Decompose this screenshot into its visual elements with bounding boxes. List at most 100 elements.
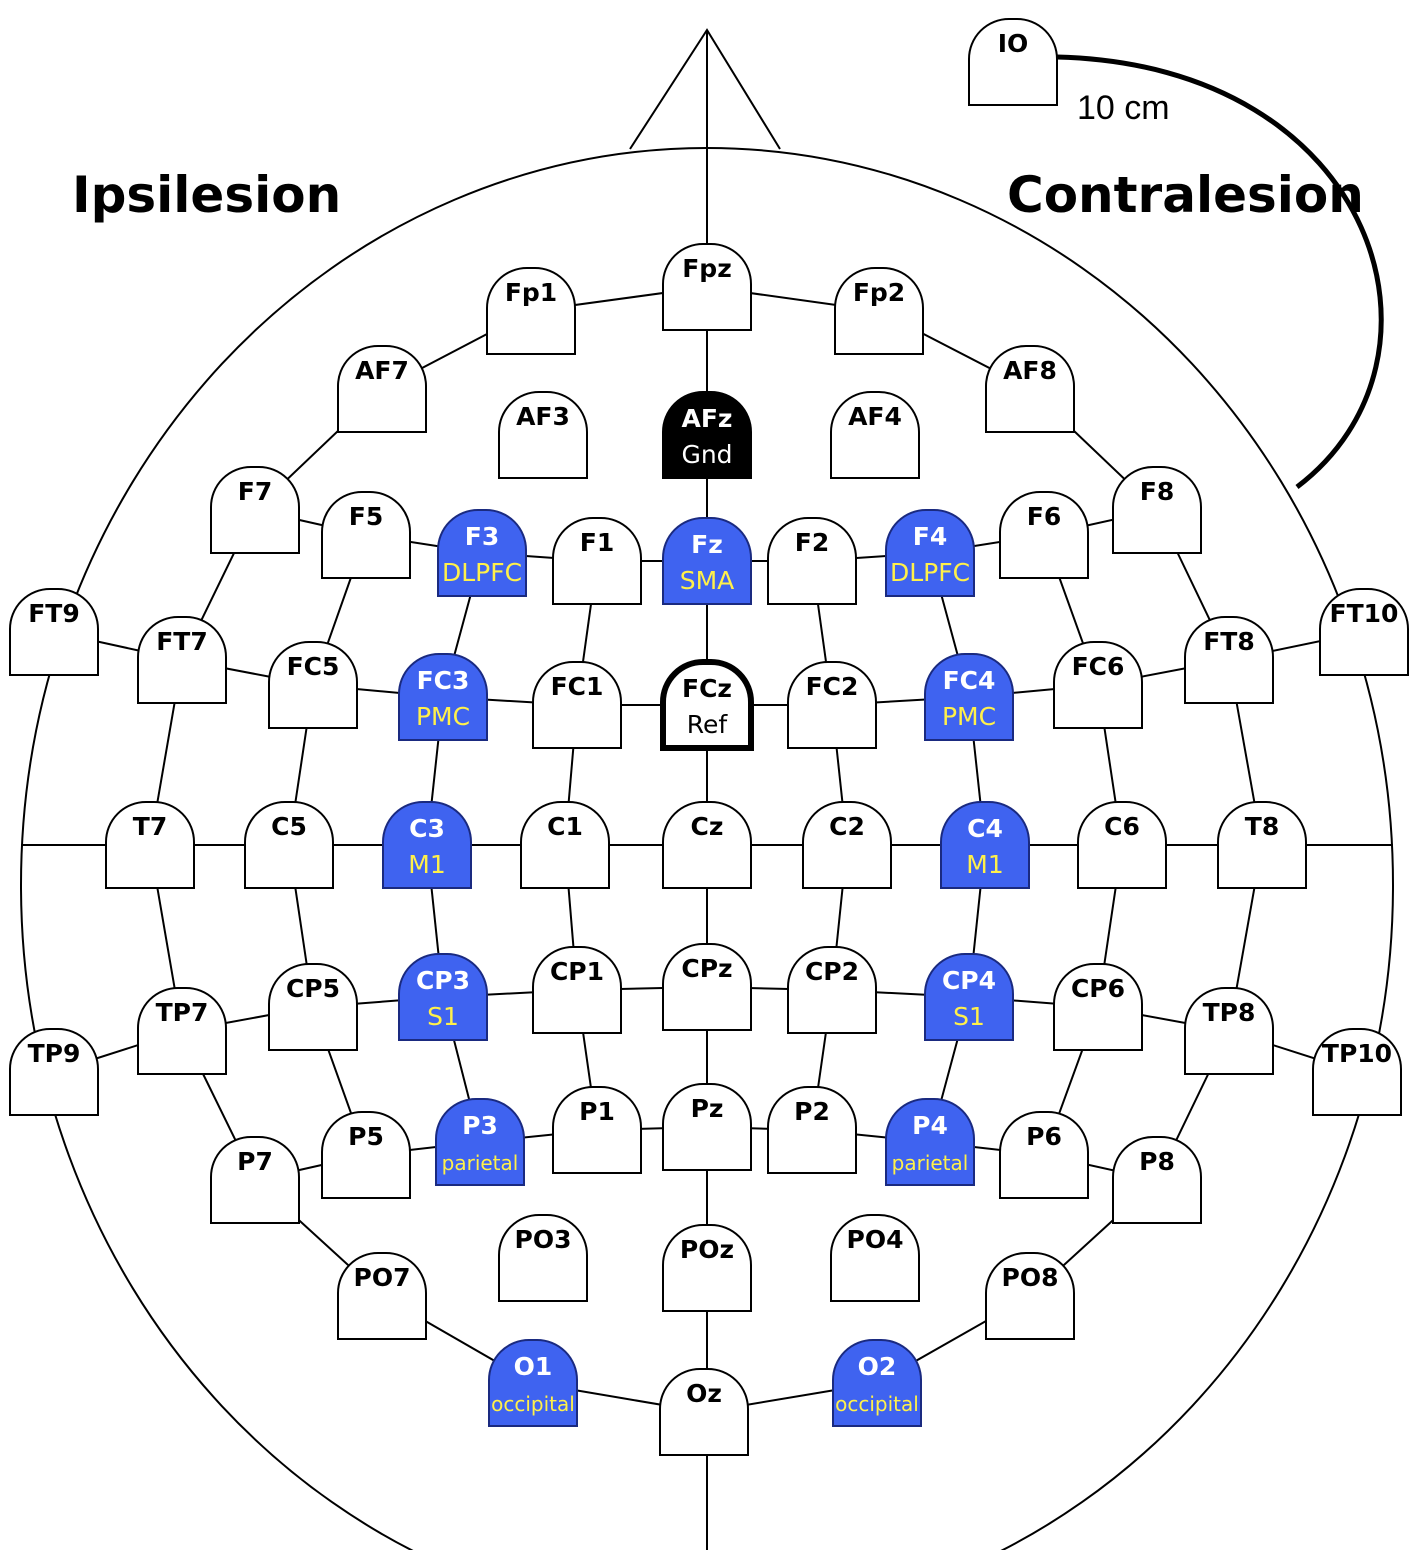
io-distance-label: 10 cm — [1077, 89, 1170, 127]
electrode-label: C4 — [967, 814, 1003, 843]
electrode-body — [210, 1136, 300, 1224]
electrode-label: FT10 — [1330, 599, 1399, 628]
electrode-label: FT8 — [1203, 627, 1255, 656]
electrode-body — [398, 653, 488, 741]
electrode-body — [268, 641, 358, 729]
electrode-label: TP8 — [1203, 998, 1256, 1027]
electrode-fp1: Fp1 — [486, 267, 576, 355]
electrode-label: Fp1 — [505, 278, 557, 307]
electrode-pz: Pz — [662, 1083, 752, 1171]
io-cable — [1056, 54, 1384, 489]
electrode-region-label: M1 — [408, 850, 445, 879]
electrode-body — [767, 1086, 857, 1174]
electrode-label: FCz — [682, 674, 732, 703]
electrode-ft10: FT10 — [1319, 588, 1409, 676]
electrode-label: POz — [680, 1235, 734, 1264]
electrode-tp8: TP8 — [1184, 987, 1274, 1075]
electrode-body — [659, 1368, 749, 1456]
electrode-label: F5 — [349, 502, 383, 531]
electrode-label: F1 — [580, 528, 614, 557]
electrode-body — [830, 391, 920, 479]
electrode-f5: F5 — [321, 491, 411, 579]
electrode-body — [924, 653, 1014, 741]
electrode-p5: P5 — [321, 1111, 411, 1199]
electrode-region-label: DLPFC — [442, 558, 522, 587]
electrode-f6: F6 — [999, 491, 1089, 579]
electrode-body — [1053, 963, 1143, 1051]
electrode-tp10: TP10 — [1312, 1028, 1402, 1116]
electrode-tp7: TP7 — [137, 987, 227, 1075]
electrode-body — [985, 1252, 1075, 1340]
electrode-po3: PO3 — [498, 1214, 588, 1302]
electrode-body — [9, 1028, 99, 1116]
electrode-body — [662, 801, 752, 889]
electrode-body — [532, 946, 622, 1034]
io-cable-line — [1056, 54, 1384, 489]
electrode-label: Pz — [691, 1094, 724, 1123]
electrode-region-label: DLPFC — [890, 558, 970, 587]
electrode-body — [1312, 1028, 1402, 1116]
electrode-af7: AF7 — [337, 345, 427, 433]
nose-outline — [629, 28, 781, 150]
electrode-label: C1 — [547, 812, 583, 841]
electrode-af4: AF4 — [830, 391, 920, 479]
electrode-label: CP2 — [805, 957, 859, 986]
electrode-label: P8 — [1139, 1147, 1175, 1176]
electrode-region-label: occipital — [491, 1392, 575, 1416]
electrode-cz: Cz — [662, 801, 752, 889]
electrode-body — [830, 1214, 920, 1302]
electrode-label: P2 — [794, 1097, 830, 1126]
electrode-label: IO — [998, 29, 1029, 58]
electrode-body — [552, 1086, 642, 1174]
electrode-label: Fpz — [682, 254, 732, 283]
electrode-label: TP9 — [28, 1039, 81, 1068]
electrode-body — [488, 1339, 578, 1427]
electrode-ft8: FT8 — [1184, 616, 1274, 704]
electrode-c6: C6 — [1077, 801, 1167, 889]
electrode-t8: T8 — [1217, 801, 1307, 889]
electrode-region-label: parietal — [442, 1151, 519, 1175]
electrode-label: PO8 — [1002, 1263, 1059, 1292]
electrode-c2: C2 — [802, 801, 892, 889]
electrode-body — [662, 1083, 752, 1171]
electrode-label: TP10 — [1322, 1039, 1392, 1068]
electrode-body — [337, 345, 427, 433]
electrode-region-label: Gnd — [681, 440, 732, 469]
electrode-p8: P8 — [1112, 1136, 1202, 1224]
electrode-label: CP5 — [286, 974, 340, 1003]
electrode-body — [1217, 801, 1307, 889]
electrode-body — [486, 267, 576, 355]
electrode-body — [437, 509, 527, 597]
electrode-label: C2 — [829, 812, 865, 841]
electrode-region-label: PMC — [942, 702, 996, 731]
electrode-cp6: CP6 — [1053, 963, 1143, 1051]
electrode-tp9: TP9 — [9, 1028, 99, 1116]
electrode-body — [137, 616, 227, 704]
electrode-body — [999, 1111, 1089, 1199]
electrode-label: AF7 — [355, 356, 409, 385]
electrode-body — [1184, 987, 1274, 1075]
electrode-label: Cz — [691, 812, 724, 841]
electrode-body — [382, 801, 472, 889]
electrode-body — [210, 466, 300, 554]
electrode-af8: AF8 — [985, 345, 1075, 433]
contralesion-label: Contralesion — [1007, 166, 1364, 224]
electrode-label: P6 — [1026, 1122, 1062, 1151]
electrode-ft7: FT7 — [137, 616, 227, 704]
electrode-body — [435, 1098, 525, 1186]
electrode-body — [924, 953, 1014, 1041]
electrode-body — [1112, 466, 1202, 554]
electrode-label: P7 — [237, 1147, 273, 1176]
electrode-fp2: Fp2 — [834, 267, 924, 355]
electrode-fc1: FC1 — [532, 661, 622, 749]
electrode-t7: T7 — [105, 801, 195, 889]
electrode-fpz: Fpz — [662, 243, 752, 331]
electrode-body — [999, 491, 1089, 579]
